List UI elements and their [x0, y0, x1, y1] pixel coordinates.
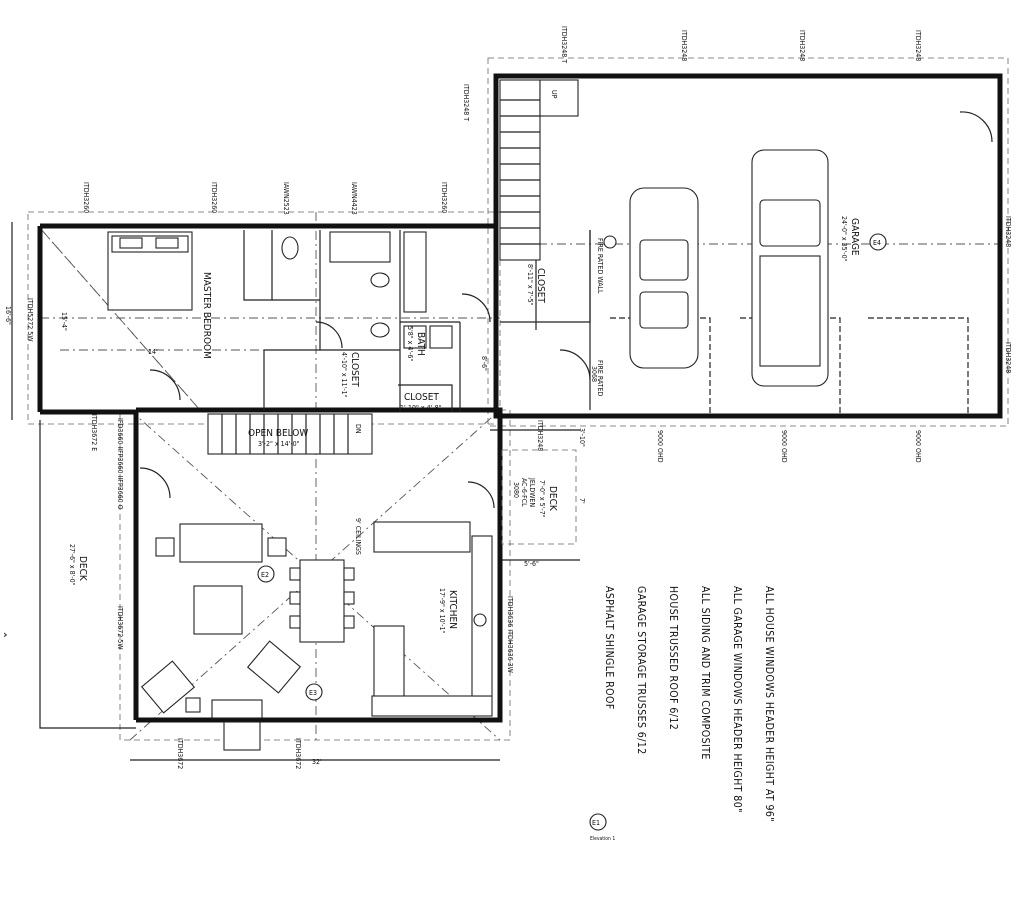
- svg-text:Elevation 1: Elevation 1: [590, 836, 615, 842]
- window-label: ITDH3248: [798, 30, 806, 61]
- window-labels: ITDH3260 ITDH3260 IAWN2523 IAWN4423 ITDH…: [26, 26, 1012, 769]
- dim-7: 7': [578, 498, 586, 504]
- dim-16-6: 16'-6": [4, 306, 12, 325]
- dim-5-6: 5'-6": [524, 560, 539, 568]
- window-label: ITDH3248 T: [560, 26, 568, 63]
- guide-lines: [11, 57, 1009, 761]
- note-line: ASPHALT SHINGLE ROOF: [603, 586, 615, 710]
- chevron-right-icon[interactable]: ›: [3, 628, 8, 641]
- window-label: ITDH3248: [680, 30, 688, 61]
- note-line: ALL GARAGE WINDOWS HEADER HEIGHT 80": [731, 586, 743, 813]
- note-line: ALL SIDING AND TRIM COMPOSITE: [699, 586, 711, 760]
- ceilings-label: 9' CEILINGS: [354, 518, 362, 555]
- ohd-1: 9000 OHD: [656, 430, 664, 463]
- window-label: ITDH3636 ITDH3636 3W: [506, 596, 514, 674]
- elevation-marker-e1: E1 Elevation 1: [589, 813, 615, 842]
- door-3080: 3080: [512, 482, 520, 498]
- window-label: ITDH3248: [1004, 216, 1012, 247]
- svg-text:E4: E4: [873, 239, 881, 247]
- walls: [37, 73, 1003, 729]
- window-label: ITDH5272 5W: [26, 298, 34, 342]
- elevation-marker-e3: E3: [305, 683, 323, 701]
- kitchen-label: KITCHEN: [447, 590, 458, 629]
- window-label: ITDH3260: [440, 182, 448, 213]
- window-label: ITDH3672: [176, 738, 184, 769]
- car-right: [751, 149, 829, 387]
- dim-3-10: 3'-10": [578, 428, 586, 447]
- open-below-size: 3'-2" x 14'-0": [258, 440, 300, 448]
- kitchen-size: 17'-9" x 10'-1": [438, 588, 446, 634]
- window-label: IAWN2523: [282, 182, 290, 215]
- svg-text:E2: E2: [261, 571, 269, 579]
- window-label: ITDH3672 5W: [116, 606, 124, 650]
- note-line: GARAGE STORAGE TRUSSES 6/12: [635, 586, 647, 755]
- dim-8-6: 8'-6": [480, 356, 488, 371]
- dim-32: 32': [312, 758, 322, 766]
- jeldwen-label: JELDWEN: [528, 477, 536, 507]
- open-below-label: OPEN BELOW: [248, 428, 308, 439]
- bath-size: 5'8" x 4'-6": [406, 326, 414, 361]
- note-line: HOUSE TRUSSED ROOF 6/12: [667, 586, 679, 730]
- elevation-markers: E1 Elevation 1 E2 E3 E4: [257, 233, 887, 842]
- window-label: ITDH3260: [82, 182, 90, 213]
- closet-master-label: CLOSET: [349, 352, 360, 387]
- svg-text:E3: E3: [309, 689, 317, 697]
- dim-14: 14': [148, 348, 158, 356]
- door-3068: 3068: [590, 366, 598, 382]
- deck-small-label: DECK: [547, 486, 558, 512]
- ohd-3: 9000 OHD: [914, 430, 922, 463]
- closet-garage-size: 8'-11" x 7'-5": [526, 264, 534, 306]
- up-label: UP: [550, 90, 558, 99]
- fire-rated-label: FIRE RATED: [596, 360, 604, 397]
- ohd-2: 9000 OHD: [780, 430, 788, 463]
- deck-large-label: DECK: [77, 556, 88, 582]
- window-label: ITDH3248: [1004, 342, 1012, 373]
- deck-large-size: 27'-6" x 8'-0": [68, 544, 76, 586]
- window-label: ITDH3260: [210, 182, 218, 213]
- svg-text:E1: E1: [592, 819, 600, 827]
- closet-small-size: 1'-10" x 4'-8": [400, 404, 442, 412]
- fire-rated-wall-label: FIRE RATED WALL: [596, 238, 604, 294]
- window-label: ITDH3248 T: [462, 84, 470, 121]
- general-notes: ALL HOUSE WINDOWS HEADER HEIGHT AT 96" A…: [603, 586, 775, 822]
- closet-garage-label: CLOSET: [535, 268, 546, 303]
- window-label: ITDH3672: [294, 738, 302, 769]
- garage-size: 24'-0" x 35'-0": [840, 216, 848, 262]
- window-label: IAWN4423: [350, 182, 358, 215]
- bath-label: BATH: [415, 332, 426, 356]
- window-label: ITDH3672 E: [90, 414, 98, 451]
- note-line: ALL HOUSE WINDOWS HEADER HEIGHT AT 96": [763, 586, 775, 822]
- dimension-labels: 16'-6" 15'-4" 14' 8'-6" 3'-10" 7' 5'-6" …: [4, 306, 586, 766]
- acfc-label: AC-6-FCL: [520, 478, 528, 507]
- window-label: IFD3660 IIFP3660 IIFP3660 O: [116, 418, 124, 510]
- dim-15-4: 15'-4": [60, 312, 68, 331]
- master-bedroom-label: MASTER BEDROOM: [201, 272, 212, 359]
- elevation-marker-e4: E4: [869, 233, 887, 251]
- elevation-marker-e2: E2: [257, 565, 275, 583]
- room-labels: MASTER BEDROOM BATH 5'8" x 4'-6" CLOSET …: [68, 90, 922, 634]
- fixtures: [107, 111, 993, 751]
- deck-small-size: 7'-0" x 5'-7": [538, 480, 546, 518]
- window-label: ITDH3248: [914, 30, 922, 61]
- window-label: ITDH3248: [536, 420, 544, 451]
- closet-master-size: 4'-10" x 11'-1": [340, 352, 348, 398]
- closet-small-label: CLOSET: [404, 392, 439, 403]
- garage-label: GARAGE: [849, 218, 860, 256]
- dn-label: DN: [354, 424, 362, 434]
- car-left: [629, 187, 699, 369]
